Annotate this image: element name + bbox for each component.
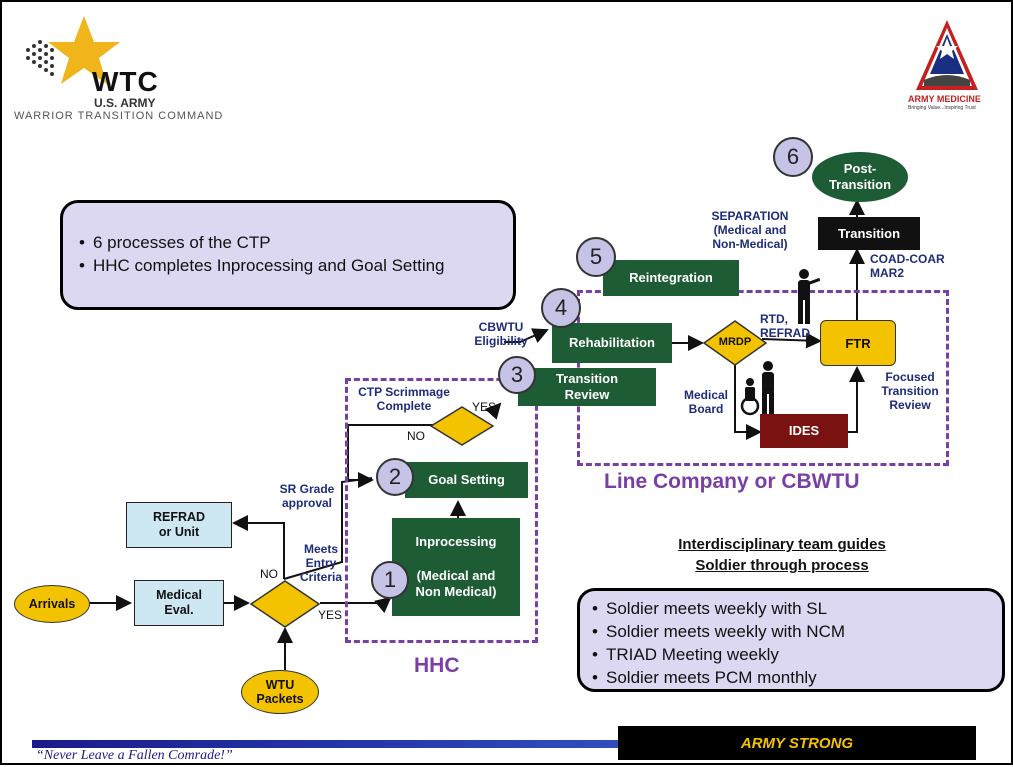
step-6-marker: 6 [773, 137, 813, 177]
scrimmage-no-label: NO [407, 429, 425, 443]
hhc-region [345, 378, 538, 643]
cbwtu-eligibility-label: CBWTU Eligibility [474, 320, 528, 348]
entry-yes-label: YES [318, 608, 343, 622]
team-practices-box: Soldier meets weekly with SL Soldier mee… [577, 588, 1005, 692]
warrior-transition-command-text: WARRIOR TRANSITION COMMAND [14, 110, 224, 122]
team-practice-item: Soldier meets weekly with SL [592, 597, 1002, 620]
wtc-star-icon [26, 16, 120, 84]
transition-box: Transition [818, 217, 920, 250]
rtd-refrad-label: RTD, REFRAD [760, 312, 810, 340]
separation-label: SEPARATION (Medical and Non-Medical) [711, 209, 789, 251]
entry-decision-diamond [250, 580, 320, 628]
scrimmage-yes-label: YES [472, 400, 497, 414]
hhc-label: HHC [414, 654, 460, 677]
inprocessing-subtitle: (Medical and Non Medical) [415, 568, 497, 599]
team-heading-line1: Interdisciplinary team guides [678, 536, 886, 553]
step-3-marker: 3 [498, 356, 536, 394]
post-transition-node: Post-Transition [812, 152, 908, 202]
ftr-box: FTR [820, 320, 896, 366]
ctp-scrimmage-complete-label: CTP Scrimmage Complete [358, 385, 450, 413]
line-company-label: Line Company or CBWTU [604, 470, 860, 493]
medical-board-label: Medical Board [683, 388, 728, 416]
army-strong-banner: ARMY STRONG [618, 726, 976, 760]
army-medicine-emblem-icon [916, 20, 978, 90]
transition-review-box: Transition Review [518, 368, 656, 406]
army-medicine-tagline: Bringing Value...Inspiring Trust [908, 105, 976, 111]
entry-no-label: NO [260, 567, 278, 581]
summary-item: HHC completes Inprocessing and Goal Sett… [79, 254, 513, 277]
reintegration-box: Reintegration [603, 260, 739, 296]
inprocessing-title: Inprocessing [415, 534, 497, 549]
team-heading: Interdisciplinary team guides Soldier th… [622, 534, 942, 576]
step-1-marker: 1 [371, 561, 409, 599]
summary-item: 6 processes of the CTP [79, 231, 513, 254]
coad-coar-label: COAD-COAR MAR2 [870, 252, 945, 280]
footer-motto: “Never Leave a Fallen Comrade!” [36, 748, 233, 763]
summary-list: 6 processes of the CTP HHC completes Inp… [79, 231, 513, 277]
us-army-text: U.S. ARMY [94, 96, 156, 110]
ides-box: IDES [760, 414, 848, 448]
mrdp-decision-diamond [703, 320, 767, 366]
goal-setting-box: Goal Setting [405, 462, 528, 498]
mrdp-label: MRDP [718, 336, 752, 348]
wheelchair-soldiers-icon [740, 361, 774, 416]
team-practice-item: TRIAD Meeting weekly [592, 643, 1002, 666]
inprocessing-box: Inprocessing (Medical and Non Medical) [392, 518, 520, 616]
step-2-marker: 2 [376, 458, 414, 496]
meets-entry-criteria-label: Meets Entry Criteria [299, 542, 343, 584]
team-practices-list: Soldier meets weekly with SL Soldier mee… [592, 597, 1002, 689]
wtc-logo-text: WTC [92, 66, 159, 97]
wtc-logo: WTC U.S. ARMY WARRIOR TRANSITION COMMAND [14, 12, 264, 122]
team-practice-item: Soldier meets weekly with NCM [592, 620, 1002, 643]
sr-grade-approval-label: SR Grade approval [279, 482, 335, 510]
scrimmage-decision-diamond [430, 406, 494, 446]
summary-box: 6 processes of the CTP HHC completes Inp… [60, 200, 516, 310]
footer-blue-bar [32, 740, 632, 748]
wtu-packets-node: WTU Packets [241, 670, 319, 714]
step-4-marker: 4 [541, 288, 581, 328]
medical-eval-box: Medical Eval. [134, 580, 224, 626]
step-5-marker: 5 [576, 237, 616, 277]
army-medicine-text: ARMY MEDICINE [908, 94, 981, 104]
arrivals-node: Arrivals [14, 585, 90, 623]
team-practice-item: Soldier meets PCM monthly [592, 666, 1002, 689]
refrad-unit-box: REFRAD or Unit [126, 502, 232, 548]
army-medicine-logo: ARMY MEDICINE Bringing Value...Inspiring… [902, 16, 992, 116]
team-heading-line2: Soldier through process [695, 557, 869, 574]
soldier-icon [798, 269, 820, 324]
rehabilitation-box: Rehabilitation [552, 323, 672, 363]
army-strong-text: ARMY STRONG [740, 734, 854, 752]
focused-transition-review-label: Focused Transition Review [881, 370, 939, 412]
